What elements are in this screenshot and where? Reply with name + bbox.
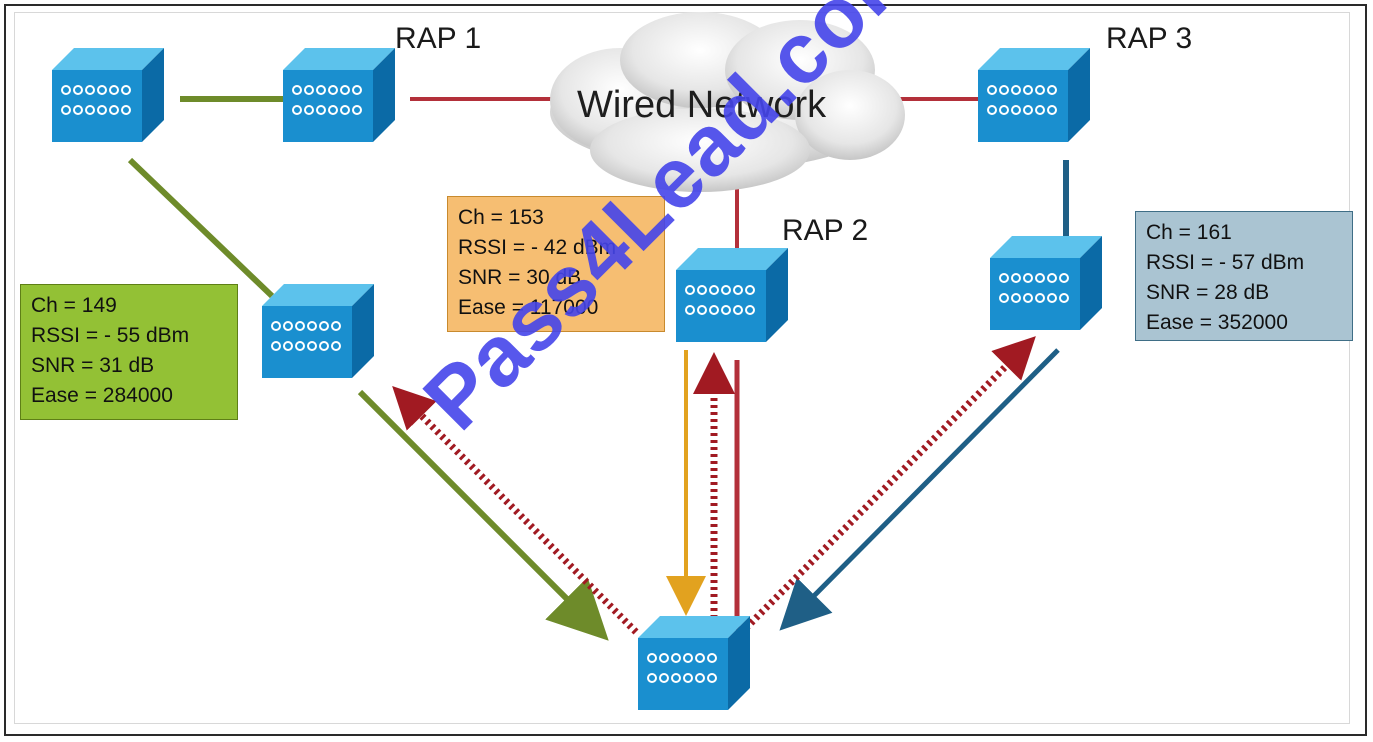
rap3-label: RAP 3 bbox=[1106, 22, 1193, 55]
info-box-orange: Ch = 153 RSSI = - 42 dBm SNR = 30 dB Eas… bbox=[447, 196, 665, 332]
access-point-icon bbox=[675, 247, 789, 343]
ease-text: Ease = 284000 bbox=[31, 384, 173, 407]
channel-text: Ch = 149 bbox=[31, 294, 117, 317]
rssi-text: RSSI = - 55 dBm bbox=[31, 324, 190, 347]
access-point-icon bbox=[261, 283, 375, 379]
arrow-blue-to-node bbox=[779, 348, 1060, 631]
info-box-green: Ch = 149 RSSI = - 55 dBm SNR = 31 dB Eas… bbox=[20, 284, 238, 420]
snr-text: SNR = 30 dB bbox=[458, 266, 582, 289]
access-point-icon bbox=[282, 47, 396, 143]
access-point-icon bbox=[51, 47, 165, 143]
rssi-text: RSSI = - 42 dBm bbox=[458, 236, 617, 259]
channel-text: Ch = 153 bbox=[458, 206, 544, 229]
rap1-label: RAP 1 bbox=[395, 22, 482, 55]
channel-text: Ch = 161 bbox=[1146, 221, 1232, 244]
snr-text: SNR = 31 dB bbox=[31, 354, 155, 377]
access-point-icon bbox=[977, 47, 1091, 143]
wired-network-label: Wired Network bbox=[577, 84, 827, 126]
arrow-green-to-node bbox=[357, 389, 609, 641]
rssi-text: RSSI = - 57 dBm bbox=[1146, 251, 1305, 274]
access-point-icon bbox=[637, 615, 751, 711]
dotted-arrow-to-green bbox=[392, 386, 639, 635]
dotted-arrow-to-blue bbox=[743, 336, 1036, 631]
ease-text: Ease = 352000 bbox=[1146, 311, 1288, 334]
link-green-diagonal bbox=[127, 157, 275, 299]
access-point-icon bbox=[989, 235, 1103, 331]
cloud-icon bbox=[550, 12, 905, 192]
info-box-blue: Ch = 161 RSSI = - 57 dBm SNR = 28 dB Eas… bbox=[1135, 211, 1353, 341]
snr-text: SNR = 28 dB bbox=[1146, 281, 1270, 304]
rap2-label: RAP 2 bbox=[782, 214, 869, 247]
diagram-inner-border bbox=[14, 12, 1350, 724]
ease-text: Ease = 117000 bbox=[458, 296, 599, 319]
